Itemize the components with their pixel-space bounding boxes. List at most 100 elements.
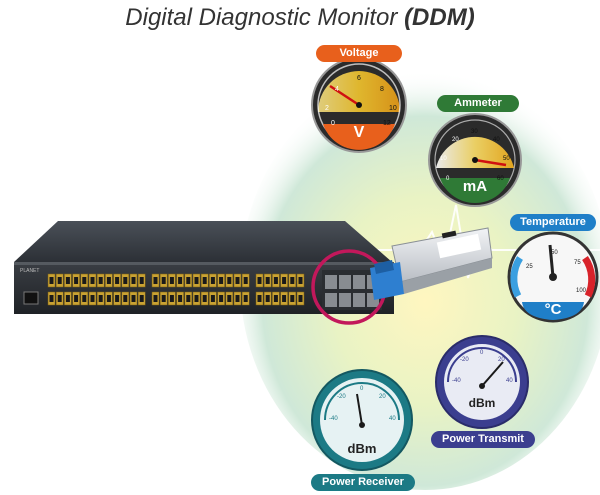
svg-text:50: 50	[503, 156, 510, 162]
rj45-port-socket	[265, 277, 270, 284]
power-receiver-needle	[356, 393, 363, 426]
rj45-port-socket	[202, 277, 207, 284]
temperature-needle	[548, 244, 555, 278]
temperature-gauge: 25 50 75 100	[507, 231, 599, 323]
ammeter-needle	[474, 158, 507, 167]
svg-text:-20: -20	[460, 357, 469, 363]
temperature-unit: °C	[544, 301, 562, 318]
rj45-port-socket	[235, 295, 240, 302]
power-transmit-unit: dBm	[468, 396, 496, 410]
rj45-port-socket	[227, 295, 232, 302]
rj45-port-socket	[273, 295, 278, 302]
rj45-port-socket	[298, 277, 303, 284]
svg-text:75: 75	[574, 260, 581, 266]
rj45-port-socket	[106, 295, 111, 302]
rj45-port-socket	[57, 295, 62, 302]
rj45-port-socket	[202, 295, 207, 302]
svg-text:10: 10	[389, 105, 397, 112]
svg-text:20: 20	[498, 357, 505, 363]
console-port	[23, 291, 39, 305]
rj45-port-socket	[219, 277, 224, 284]
rj45-port-socket	[49, 277, 54, 284]
rj45-port-socket	[178, 277, 183, 284]
rj45-port-socket	[178, 295, 183, 302]
network-switch: PLANET	[14, 221, 394, 325]
rj45-port-socket	[123, 295, 128, 302]
rj45-port-socket	[186, 277, 191, 284]
rj45-port-socket	[210, 295, 215, 302]
rj45-port-socket	[82, 277, 87, 284]
power-transmit-gauge: -40 -20 0 20 40	[435, 335, 529, 429]
rj45-port-socket	[65, 277, 70, 284]
rj45-port-socket	[194, 277, 199, 284]
svg-text:25: 25	[526, 264, 533, 270]
rj45-port-socket	[139, 277, 144, 284]
rj45-port-socket	[131, 295, 136, 302]
svg-text:-40: -40	[329, 416, 338, 422]
rj45-port-socket	[82, 295, 87, 302]
rj45-port-socket	[273, 277, 278, 284]
power-receiver-gauge: -40 -20 0 20 40	[311, 369, 413, 471]
svg-text:8: 8	[380, 86, 384, 93]
rj45-port-socket	[139, 295, 144, 302]
ammeter-label: Ammeter	[437, 95, 519, 112]
rj45-port-socket	[298, 295, 303, 302]
rj45-port-socket	[257, 295, 262, 302]
svg-text:50: 50	[551, 250, 558, 256]
svg-text:40: 40	[506, 378, 513, 384]
svg-text:6: 6	[357, 75, 361, 82]
rj45-port-socket	[123, 277, 128, 284]
temperature-label: Temperature	[510, 214, 596, 231]
svg-text:10: 10	[440, 156, 447, 162]
power-transmit-label: Power Transmit	[431, 431, 535, 448]
rj45-port-socket	[194, 295, 199, 302]
voltage-gauge: 0 2 4 6 8 10 12	[311, 57, 407, 153]
rj45-port-socket	[49, 295, 54, 302]
rj45-port-socket	[98, 277, 103, 284]
rj45-port-socket	[115, 277, 120, 284]
sfp-transceiver-module	[370, 227, 493, 300]
svg-text:40: 40	[493, 137, 500, 143]
rj45-port-socket	[235, 277, 240, 284]
rj45-port-socket	[57, 277, 62, 284]
svg-text:12: 12	[383, 120, 391, 127]
rj45-port-socket	[153, 295, 158, 302]
title-emphasis: (DDM)	[404, 4, 475, 31]
svg-text:40: 40	[389, 416, 396, 422]
rj45-port-socket	[161, 295, 166, 302]
voltage-needle	[329, 84, 360, 107]
rj45-port-socket	[290, 277, 295, 284]
rj45-port-socket	[265, 295, 270, 302]
rj45-port-socket	[131, 277, 136, 284]
svg-text:0: 0	[360, 386, 364, 392]
svg-text:2: 2	[325, 105, 329, 112]
svg-text:20: 20	[379, 394, 386, 400]
rj45-port-socket	[282, 277, 287, 284]
rj45-port-socket	[161, 277, 166, 284]
voltage-label: Voltage	[316, 45, 402, 62]
svg-text:100: 100	[576, 288, 587, 294]
svg-text:60: 60	[497, 176, 504, 182]
rj45-port-socket	[169, 295, 174, 302]
rj45-port-socket	[243, 277, 248, 284]
rj45-port-socket	[219, 295, 224, 302]
rj45-port-socket	[106, 277, 111, 284]
voltage-unit: V	[353, 124, 365, 141]
rj45-port-socket	[290, 295, 295, 302]
power-transmit-needle	[481, 361, 504, 387]
svg-text:4: 4	[335, 86, 339, 93]
svg-text:-40: -40	[452, 378, 461, 384]
rj45-port-socket	[90, 295, 95, 302]
rj45-port-socket	[210, 277, 215, 284]
rj45-port-socket	[282, 295, 287, 302]
rj45-port-socket	[90, 277, 95, 284]
power-receiver-label: Power Receiver	[311, 474, 415, 491]
rj45-port-socket	[169, 277, 174, 284]
svg-text:0: 0	[480, 350, 484, 356]
svg-text:20: 20	[452, 137, 459, 143]
rj45-port-socket	[186, 295, 191, 302]
switch-brand-label: PLANET	[20, 268, 39, 274]
rj45-port-socket	[227, 277, 232, 284]
